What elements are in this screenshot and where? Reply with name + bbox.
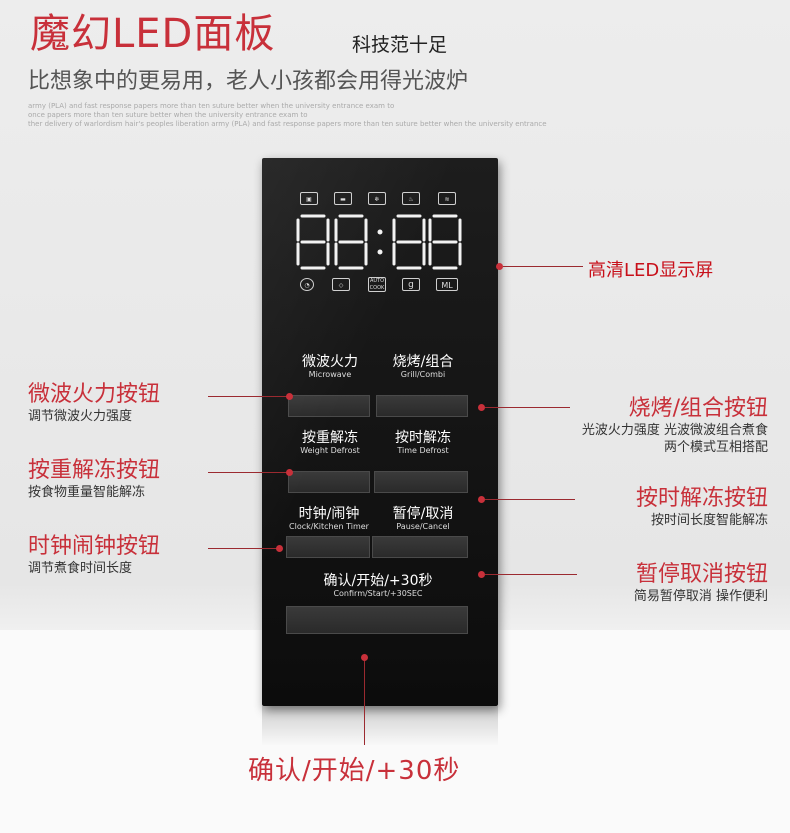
weight-defrost-callout-dot — [286, 469, 293, 476]
steam-icon: ≋ — [438, 192, 456, 205]
fine-print-3: ther delivery of warlordism hair's peopl… — [28, 120, 547, 128]
ml-icon: ML — [436, 278, 458, 291]
pause-callout: 暂停取消按钮 简易暂停取消 操作便利 — [633, 562, 768, 604]
clock-callout-line — [208, 548, 280, 549]
weight-defrost-button[interactable] — [288, 471, 370, 493]
pause-button-label: 暂停/取消 Pause/Cancel — [392, 506, 454, 531]
pause-cancel-button[interactable] — [372, 536, 468, 558]
time-defrost-callout-line — [485, 499, 575, 500]
confirm-start-button[interactable] — [286, 606, 468, 634]
confirm-callout-dot — [361, 654, 368, 661]
time-defrost-callout-dot — [478, 496, 485, 503]
grill-icon: ♨ — [402, 192, 420, 205]
clock-timer-button[interactable] — [286, 536, 370, 558]
fine-print-2: once papers more than ten suture better … — [28, 111, 308, 119]
time-defrost-callout: 按时解冻按钮 按时间长度智能解冻 — [635, 486, 768, 528]
microwave-callout: 微波火力按钮 调节微波火力强度 — [28, 382, 161, 424]
led-callout-line — [503, 266, 583, 267]
confirm-callout-line — [364, 661, 365, 745]
stop-icon: ▬ — [334, 192, 352, 205]
page-subtitle: 科技范十足 — [352, 34, 448, 56]
control-panel: ▣ ▬ ❄ ♨ ≋ ◔ ◇ AU — [262, 158, 498, 706]
lock-icon: ◇ — [332, 278, 350, 291]
clock-callout-dot — [276, 545, 283, 552]
microwave-callout-dot — [286, 393, 293, 400]
grill-callout-line — [485, 407, 570, 408]
clock-icon: ◔ — [300, 278, 314, 291]
tagline: 比想象中的更易用，老人小孩都会用得光波炉 — [28, 69, 469, 94]
led-callout-title: 高清LED显示屏 — [588, 260, 714, 281]
weight-defrost-button-label: 按重解冻 Weight Defrost — [300, 430, 360, 455]
seven-segment-digits — [296, 214, 462, 270]
fine-print-1: army (PLA) and fast response papers more… — [28, 102, 395, 110]
led-display: ▣ ▬ ❄ ♨ ≋ ◔ ◇ AU — [292, 188, 468, 298]
time-defrost-button-label: 按时解冻 Time Defrost — [395, 430, 451, 455]
auto-cook-icon: AUTO COOK — [368, 277, 386, 292]
pause-callout-line — [485, 574, 577, 575]
weight-icon: g — [402, 278, 420, 291]
weight-defrost-callout-line — [208, 472, 290, 473]
grill-button-label: 烧烤/组合 Grill/Combi — [392, 354, 454, 379]
oven-icon: ▣ — [300, 192, 318, 205]
panel-reflection — [262, 706, 498, 746]
confirm-callout-title: 确认/开始/+30秒 — [248, 756, 461, 786]
microwave-button-label: 微波火力 Microwave — [302, 354, 358, 379]
confirm-button-label: 确认/开始/+30秒 Confirm/Start/+30SEC — [323, 573, 433, 598]
clock-button-label: 时钟/闹钟 Clock/Kitchen Timer — [289, 506, 369, 531]
grill-callout: 烧烤/组合按钮 光波火力强度 光波微波组合煮食 两个模式互相搭配 — [581, 396, 768, 455]
grill-callout-dot — [478, 404, 485, 411]
time-defrost-button[interactable] — [374, 471, 468, 493]
grill-combi-button[interactable] — [376, 395, 468, 417]
defrost-icon: ❄ — [368, 192, 386, 205]
pause-callout-dot — [478, 571, 485, 578]
clock-callout: 时钟闹钟按钮 调节煮食时间长度 — [28, 534, 161, 576]
led-callout-dot — [496, 263, 503, 270]
weight-defrost-callout: 按重解冻按钮 按食物重量智能解冻 — [28, 458, 161, 500]
microwave-button[interactable] — [288, 395, 370, 417]
page-title: 魔幻LED面板 — [30, 11, 276, 57]
microwave-callout-line — [208, 396, 290, 397]
